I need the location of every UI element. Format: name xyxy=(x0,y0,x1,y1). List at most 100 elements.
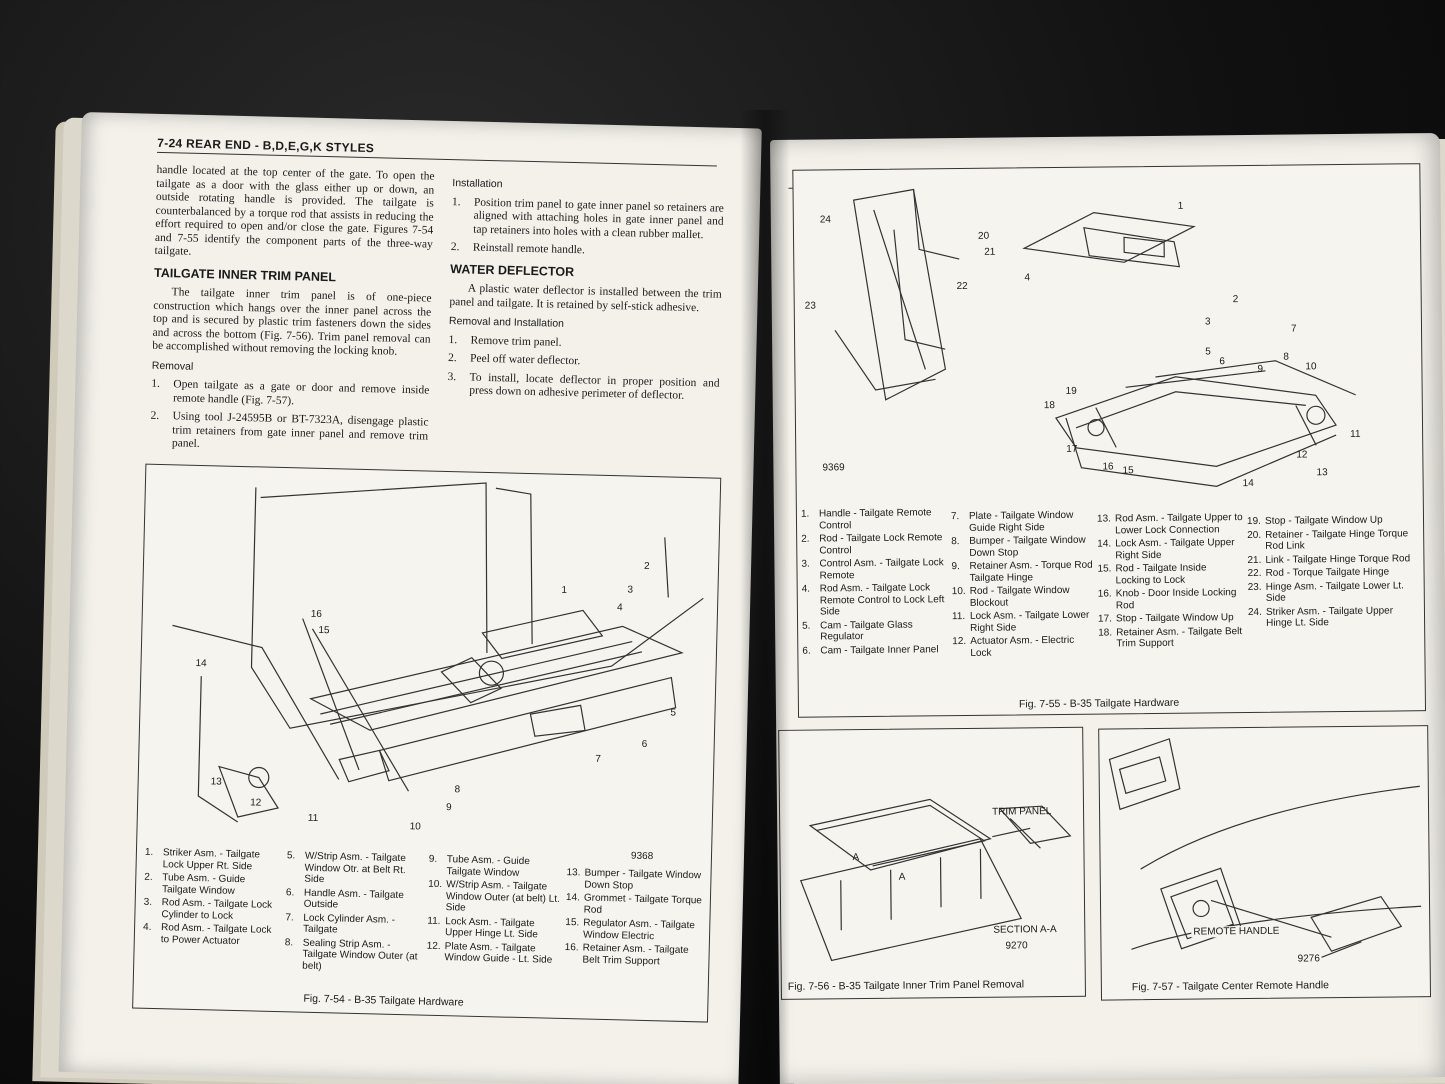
callout-11: 11 xyxy=(1350,428,1361,440)
legend-number: 22. xyxy=(1247,567,1262,580)
callout-16: 16 xyxy=(1102,461,1114,473)
legend-number: 2. xyxy=(801,533,810,545)
callout-20: 20 xyxy=(977,230,990,242)
legend-text: Plate - Tailgate Window Guide Right Side xyxy=(968,509,1074,534)
fig55-legend-col-2: 7. Plate - Tailgate Window Guide Right Si… xyxy=(951,510,1095,661)
heading-water-deflector: WATER DEFLECTOR xyxy=(450,261,575,279)
callout-14: 14 xyxy=(1242,477,1254,490)
list-item: 22.Rod - Torque Tailgate Hinge xyxy=(1248,566,1420,579)
legend-text: Stop - Tailgate Window Up xyxy=(1264,514,1383,527)
list-item: 14.Lock Asm. - Tailgate Upper Right Side xyxy=(1097,537,1243,562)
fig54-legend-col-4: 13.Bumper - Tailgate Window Down Stop 14… xyxy=(564,867,706,970)
step-text: Remove trim panel. xyxy=(470,334,562,349)
legend-text: Grommet - Tailgate Torque Rod xyxy=(583,892,703,916)
list-item: 13.Bumper - Tailgate Window Down Stop xyxy=(566,867,707,893)
legend-number: 10. xyxy=(428,878,443,891)
legend-text: W/Strip Asm. - Tailgate Window Outer (at… xyxy=(445,879,560,914)
fig55-legend-col-3: 13.Rod Asm. - Tailgate Upper to Lower Lo… xyxy=(1097,512,1244,652)
list-item: 3.To install, locate deflector in proper… xyxy=(447,371,719,405)
legend-number: 3. xyxy=(143,896,153,908)
list-item: 23.Hinge Asm. - Tailgate Lower Lt. Side xyxy=(1248,580,1420,605)
list-item: 2.Peel off water deflector. xyxy=(448,352,720,372)
legend-number: 12. xyxy=(426,940,441,952)
legend-number: 9. xyxy=(951,561,960,573)
callout-4: 4 xyxy=(1024,272,1031,284)
fig55-caption: Fig. 7-55 - B-35 Tailgate Hardware xyxy=(1018,696,1180,711)
legend-text: Rod - Tailgate Lock Remote Control xyxy=(819,532,943,557)
list-item: 3.Rod Asm. - Tailgate Lock Cylinder to L… xyxy=(143,897,282,923)
callout-2: 2 xyxy=(1232,294,1239,306)
legend-number: 7. xyxy=(950,511,960,523)
callout-15: 15 xyxy=(318,624,330,637)
legend-text: Rod Asm. - Tailgate Lock Remote Control … xyxy=(819,582,945,618)
list-item: 1.Remove trim panel. xyxy=(448,334,720,354)
right-page: REAR END - B,D,E,G,K STYLES 7-25 xyxy=(770,132,1445,1084)
figure-id-9369: 9369 xyxy=(822,462,845,474)
fig56-caption: Fig. 7-56 - B-35 Tailgate Inner Trim Pan… xyxy=(787,978,1025,993)
step-text: Peel off water deflector. xyxy=(469,352,581,368)
step-number: 2. xyxy=(150,409,160,422)
callout-23: 23 xyxy=(804,300,816,312)
legend-text: Tube Asm. - Guide Tailgate Window xyxy=(446,854,530,879)
list-item: 2.Using tool J-24595B or BT-7323A, disen… xyxy=(150,409,428,457)
heading-removal: Removal xyxy=(151,359,194,373)
callout-16: 16 xyxy=(310,608,323,621)
legend-number: 20. xyxy=(1247,529,1262,541)
legend-text: Regulator Asm. - Tailgate Window Electri… xyxy=(582,917,695,942)
tailgate-hardware-drawing xyxy=(172,482,704,823)
list-item: 16.Retainer Asm. - Tailgate Belt Trim Su… xyxy=(564,942,705,968)
step-text: Open tailgate as a gate or door and remo… xyxy=(172,378,430,407)
list-item: 6.Cam - Tailgate Inner Panel xyxy=(802,644,948,657)
callout-4: 4 xyxy=(616,602,623,614)
list-item: 1.Open tailgate as a gate or door and re… xyxy=(151,378,430,412)
list-item: 9.Retainer Asm. - Torque Rod Tailgate Hi… xyxy=(951,560,1093,584)
water-deflector-paragraph: A plastic water deflector is installed b… xyxy=(449,282,722,314)
callout-9: 9 xyxy=(1257,363,1264,375)
list-item: 7. Plate - Tailgate Window Guide Right Si… xyxy=(951,510,1093,534)
list-item: 1.Position trim panel to gate inner pane… xyxy=(451,196,724,243)
list-item: 20.Retainer - Tailgate Hinge Torque Rod … xyxy=(1247,528,1419,553)
legend-number: 11. xyxy=(951,610,966,623)
callout-7: 7 xyxy=(1290,323,1297,335)
list-item: 1.Striker Asm. - Tailgate Lock Upper Rt.… xyxy=(145,847,284,873)
legend-text: Lock Cylinder Asm. - Tailgate xyxy=(302,912,396,936)
figure-7-54: 1 2 3 4 5 6 7 8 9 10 11 12 13 14 15 16 9… xyxy=(132,463,722,1023)
legend-text: Link - Tailgate Hinge Torque Rod xyxy=(1265,552,1411,566)
callout-10: 10 xyxy=(1305,361,1317,373)
callout-13: 13 xyxy=(1316,467,1328,479)
legend-number: 23. xyxy=(1247,581,1262,593)
callout-3: 3 xyxy=(627,584,634,596)
callout-1: 1 xyxy=(1177,200,1184,212)
list-item: 6.Handle Asm. - Tailgate Outside xyxy=(286,887,425,913)
step-text: Reinstall remote handle. xyxy=(472,241,586,257)
legend-text: Retainer Asm. - Tailgate Belt Trim Suppo… xyxy=(1116,625,1243,650)
legend-number: 24. xyxy=(1247,606,1262,618)
list-item: 10.Rod - Tailgate Window Blockout xyxy=(952,585,1094,609)
list-item: 3.Control Asm. - Tailgate Lock Remote xyxy=(801,557,947,582)
heading-tailgate-inner-trim-panel: TAILGATE INNER TRIM PANEL xyxy=(153,265,337,284)
legend-text: Retainer - Tailgate Hinge Torque Rod Lin… xyxy=(1265,527,1409,552)
list-item: 8.Bumper - Tailgate Window Down Stop xyxy=(951,535,1093,559)
legend-text: Handle Asm. - Tailgate Outside xyxy=(303,887,404,911)
legend-number: 13. xyxy=(1096,513,1111,525)
intro-paragraph: handle located at the top center of the … xyxy=(154,163,435,258)
callout-15: 15 xyxy=(1122,465,1134,477)
legend-number: 6. xyxy=(802,645,811,657)
legend-number: 13. xyxy=(566,867,581,879)
legend-number: 15. xyxy=(565,917,580,929)
legend-text: Rod Asm. - Tailgate Lock to Power Actuat… xyxy=(160,922,272,947)
legend-number: 4. xyxy=(801,583,811,595)
callout-17: 17 xyxy=(1066,443,1078,455)
callout-10: 10 xyxy=(409,821,421,833)
section-a-marker: A xyxy=(852,852,860,864)
remote-handle-label: REMOTE HANDLE xyxy=(1191,925,1282,938)
left-column-1: handle located at the top center of the … xyxy=(150,163,435,462)
list-item: 1.Handle - Tailgate Remote Control xyxy=(801,507,947,532)
legend-number: 12. xyxy=(952,635,967,648)
legend-number: 1. xyxy=(800,508,810,520)
trim-panel-label: TRIM PANEL xyxy=(991,806,1052,818)
legend-text: Lock Asm. - Tailgate Upper Right Side xyxy=(1115,537,1235,561)
legend-number: 4. xyxy=(142,921,152,933)
figure-7-57: REMOTE HANDLE 9276 Fig. 7-57 - Tailgate … xyxy=(1098,725,1432,1001)
step-text: Position trim panel to gate inner panel … xyxy=(473,196,724,241)
